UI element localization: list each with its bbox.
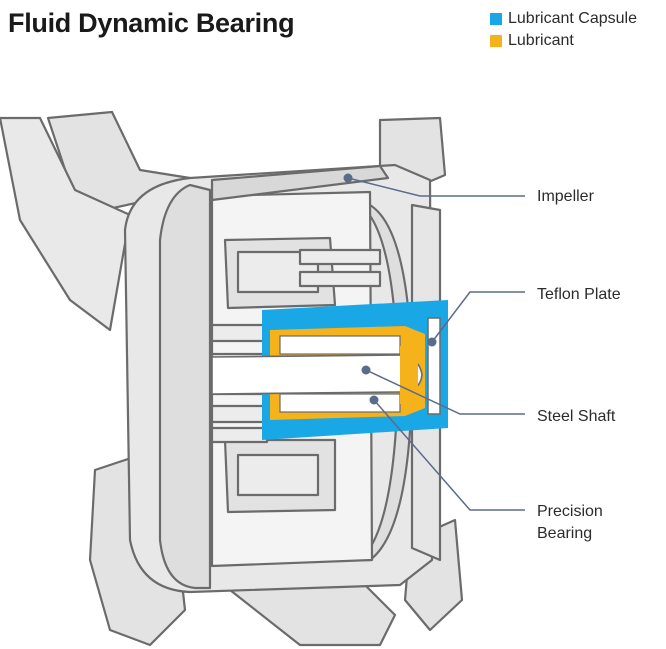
label-precision-bearing-line1: Precision <box>537 503 603 520</box>
dot-precision-bearing <box>369 395 379 405</box>
dot-impeller <box>343 173 353 183</box>
legend-swatch-lubricant-capsule <box>490 13 502 25</box>
fan-blade-left <box>0 116 132 332</box>
label-impeller: Impeller <box>537 188 595 205</box>
leader-teflon-plate <box>431 291 525 343</box>
legend-item-lubricant: Lubricant <box>490 30 637 52</box>
pin-2 <box>298 270 382 288</box>
legend-label-lubricant: Lubricant <box>508 32 574 49</box>
coil-lower-inner <box>236 453 320 497</box>
label-steel-shaft: Steel Shaft <box>537 408 616 425</box>
leader-steel-shaft <box>365 369 525 415</box>
label-precision-bearing-line2: Bearing <box>537 525 592 542</box>
hub-front-rim <box>158 183 212 590</box>
pin-1 <box>298 248 382 266</box>
dot-steel-shaft <box>361 365 371 375</box>
legend-item-lubricant-capsule: Lubricant Capsule <box>490 8 637 30</box>
shaft-tip <box>400 346 418 404</box>
legend: Lubricant Capsule Lubricant <box>490 8 637 52</box>
leader-impeller <box>347 177 525 197</box>
impeller-bar <box>210 164 390 202</box>
legend-label-lubricant-capsule: Lubricant Capsule <box>508 10 637 27</box>
dot-teflon-plate <box>427 337 437 347</box>
legend-swatch-lubricant <box>490 35 502 47</box>
label-teflon-plate: Teflon Plate <box>537 286 621 303</box>
bearing-upper <box>279 335 401 355</box>
rod-lower <box>210 404 269 424</box>
page-title: Fluid Dynamic Bearing <box>8 8 295 38</box>
steel-shaft <box>211 354 423 395</box>
rod-bottom <box>210 426 269 444</box>
leader-precision-bearing <box>373 399 525 511</box>
rod-upper <box>210 323 269 343</box>
